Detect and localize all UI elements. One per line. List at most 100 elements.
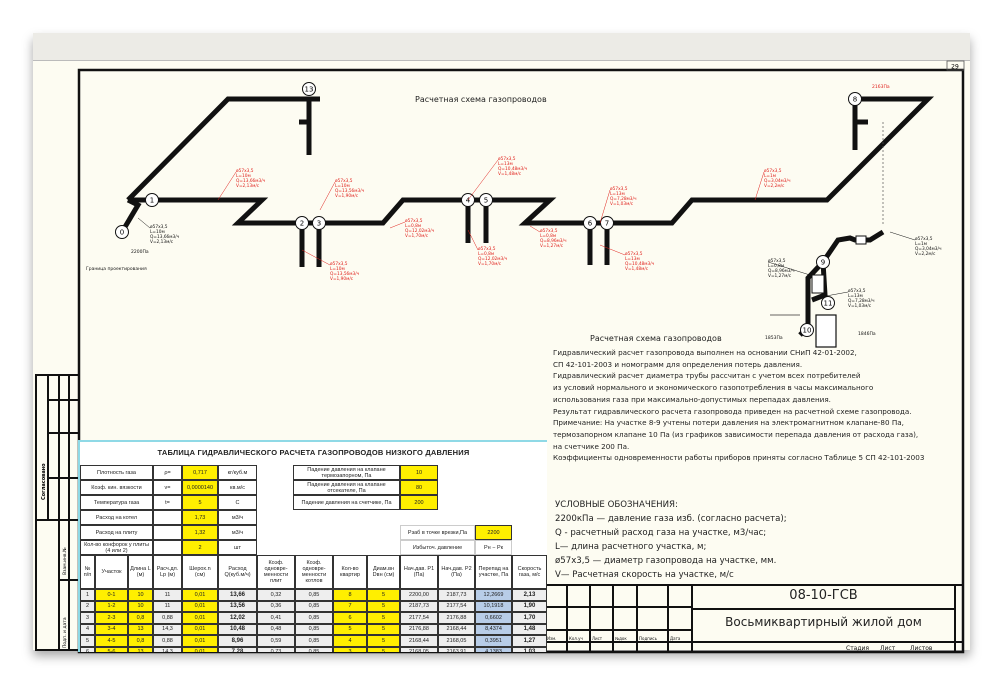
pipe-label: ø57x3,5L=0,8мQ=12,02м3/чV=1,70м/с: [467, 229, 508, 267]
table-row-cell: 0,85: [295, 612, 333, 624]
node-13: 13: [302, 82, 316, 96]
param-value: 0,0000140: [182, 480, 218, 495]
tb-label-izm: Изм.: [547, 636, 556, 641]
table-row-number: 3: [80, 612, 95, 624]
table-row-cell: 4-5: [95, 635, 128, 647]
side-label-agreed: Согласовано: [41, 463, 47, 500]
column-header: Нач.дав. P2 (Па): [438, 555, 475, 589]
leader-line: [137, 217, 151, 229]
tb-label-list: Лист: [592, 636, 603, 641]
column-header: Шерох.n (см): [182, 555, 218, 589]
param-unit: м3/ч: [218, 525, 257, 540]
leader-line: [754, 171, 765, 201]
leader-line: [767, 261, 811, 276]
legend-item: 2200кПа — давление газа изб. (согласно р…: [555, 514, 787, 524]
table-row-cell: 5: [333, 623, 367, 635]
table-row-cell: 2168,44: [438, 623, 475, 635]
pipe-label-line: ø57x3,5: [768, 258, 786, 264]
note-line: Результат гидравлического расчета газопр…: [553, 406, 912, 416]
table-row-cell: 11: [153, 589, 182, 601]
leader-line: [467, 229, 479, 251]
pipe-label-line: V=1,70м/с: [478, 261, 502, 267]
node-5: 5: [479, 193, 493, 207]
node-number: 6: [588, 220, 593, 228]
table-row-cell: 1,90: [512, 600, 547, 612]
column-header: Коэф. одновре-менности плит: [257, 555, 295, 589]
table-row-number: 1: [80, 589, 95, 601]
table-row-cell: 5: [367, 600, 400, 612]
table-row-cell: 8,96: [218, 635, 257, 647]
table-row-cell: 0,01: [182, 600, 218, 612]
table-row-cell: 8,4374: [475, 623, 512, 635]
legend-item: L— длина расчетного участка, м;: [555, 542, 707, 552]
note-line: Гидравлический расчет газопровода выполн…: [553, 348, 857, 357]
table-row-cell: 1-2: [95, 600, 128, 612]
table-row-cell: 0,85: [295, 635, 333, 647]
tb-label-kol: Кол.уч: [569, 636, 583, 641]
pipe-label-line: ø57x3,5: [236, 168, 254, 174]
title-block-grid: [544, 584, 963, 652]
table-row-cell: 0,01: [182, 623, 218, 635]
node-circle: [821, 296, 835, 310]
viewer-top-strip: [33, 33, 970, 61]
pipe-label-line: ø57x3,5: [150, 224, 168, 230]
excess-pressure-formula: Pн − Pк: [475, 540, 512, 555]
node-9: 9: [816, 255, 830, 269]
note-line: термозапорном клапане 10 Па (из графиков…: [553, 429, 919, 439]
pipe-label-line: V=1,03м/с: [610, 201, 634, 207]
leader-line: [825, 291, 849, 297]
table-row-cell: 3-4: [95, 623, 128, 635]
param-label: Расход на плиту: [80, 525, 153, 540]
pipe-label-line: L=10м: [150, 229, 165, 235]
node-circle: [145, 193, 159, 207]
table-row-number: 5: [80, 635, 95, 647]
param-value: 5: [182, 495, 218, 510]
pipe-label-line: ø57x3,5: [330, 261, 348, 267]
pipe-label-line: V=1,70м/с: [405, 233, 429, 239]
table-row-cell: 0,8: [128, 612, 153, 624]
pressure-drop-value: 10: [400, 465, 438, 480]
column-header: Коэф. одновре-менности котлов: [295, 555, 333, 589]
table-row-cell: 7,28: [218, 646, 257, 652]
pipe-label-line: L=10м: [335, 183, 350, 189]
param-unit: шт: [218, 540, 257, 555]
table-row-cell: 0,41: [257, 612, 295, 624]
sheet-number-box: [946, 60, 965, 71]
node-circle: [115, 225, 129, 239]
table-row-cell: 0,59: [257, 635, 295, 647]
pipe-label-line: V=1,27м/с: [540, 243, 564, 249]
pipe-label-line: Q=10,48м3/ч: [498, 166, 528, 172]
node-circle: [816, 255, 830, 269]
start-pressure-value: 2200: [475, 525, 512, 540]
gas-meter-icon: [811, 274, 825, 294]
table-row-cell: 0,88: [153, 612, 182, 624]
table-row-cell: 0,3951: [475, 635, 512, 647]
pressure-label-10: 1853Па: [765, 335, 783, 341]
table-row-cell: 10,1918: [475, 600, 512, 612]
boundary-label: Граница проектирования: [86, 266, 147, 272]
pipe-label: ø57x3,5L=1мQ=3,04м3/чV=2,2м/с: [754, 168, 791, 201]
node-8: 8: [848, 92, 862, 106]
tb-label-date: Дата: [670, 636, 681, 641]
table-row-cell: 0,01: [182, 635, 218, 647]
table-row-cell: 6: [333, 612, 367, 624]
pipe-label-line: Q=10,48м3/ч: [625, 261, 655, 267]
pipe-label-line: Q=13,56м3/ч: [330, 271, 360, 277]
drawing-title: Восьмиквартирный жилой дом: [725, 615, 922, 629]
valve-icon: [855, 235, 867, 245]
pressure-label-8: 2163Па: [872, 84, 890, 90]
pipe-label-line: Q=7,28м3/ч: [610, 196, 637, 202]
table-row-cell: 12,2669: [475, 589, 512, 601]
legend-item: V— Расчетная скорость на участке, м/с: [555, 570, 734, 580]
drawing-frame: [77, 68, 965, 654]
pipeline: [119, 96, 935, 337]
pressure-label-0: 2200Па: [131, 249, 149, 255]
legend: УСЛОВНЫЕ ОБОЗНАЧЕНИЯ: 2200кПа — давление…: [555, 498, 787, 582]
node-circle: [600, 216, 614, 230]
scheme-title: Расчетная схема газопроводов: [415, 95, 547, 104]
table-row-cell: 0,01: [182, 589, 218, 601]
table-row-cell: 1,70: [512, 612, 547, 624]
column-header: Длина L (м): [128, 555, 153, 589]
